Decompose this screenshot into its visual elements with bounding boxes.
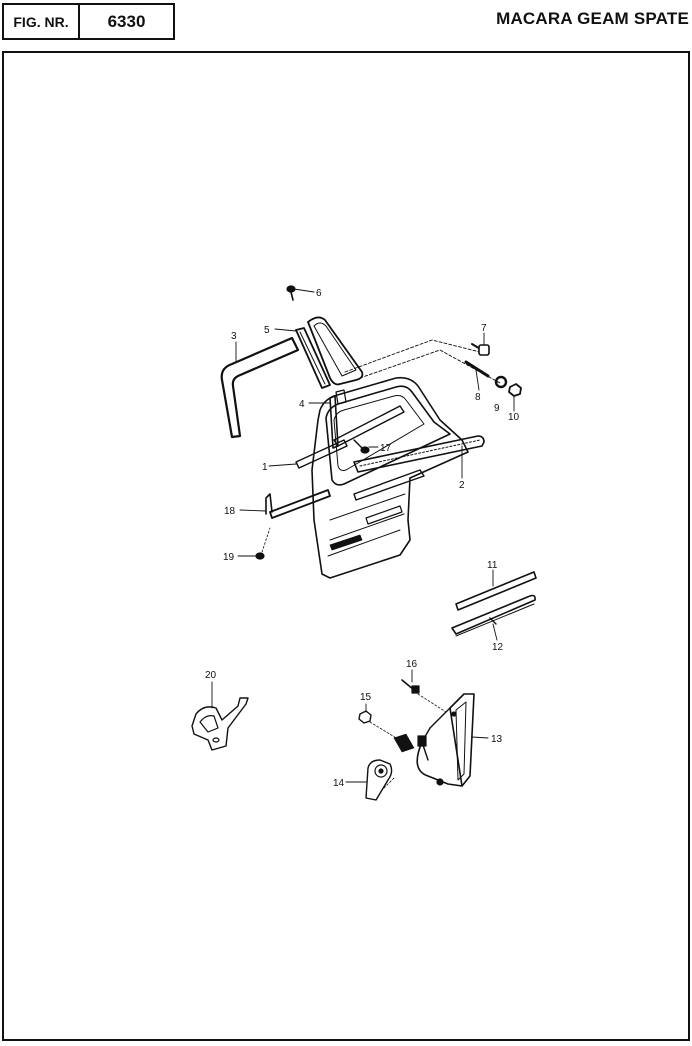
label-17: 17 [380,443,392,454]
part-1-weatherstrip [295,439,348,469]
label-3: 3 [231,331,237,342]
label-9: 9 [494,403,500,414]
fig-number-value: 6330 [78,3,175,40]
label-12: 12 [492,642,504,653]
label-19: 19 [223,552,235,563]
label-1: 1 [262,462,268,473]
part-12-channel [451,594,536,637]
part-9-washer [494,375,508,389]
part-18-lower-weatherstrip [265,489,331,519]
label-5: 5 [264,325,270,336]
label-13: 13 [491,734,503,745]
part-5-division-bar [295,327,331,389]
part-4-division-channel [329,389,347,449]
part-8-stud [464,360,490,378]
diagram-frame [2,51,690,1041]
label-6: 6 [316,288,322,299]
label-20: 20 [205,670,217,681]
label-18: 18 [224,506,236,517]
part-7-bolt [471,343,490,356]
part-number-labels: 3 6 5 7 8 9 10 4 17 1 2 18 19 11 12 16 1… [205,288,520,789]
label-2: 2 [459,480,465,491]
label-16: 16 [406,659,418,670]
part-11-strip [455,571,537,611]
label-15: 15 [360,692,372,703]
part-19-screw [255,527,271,560]
part-20-bracket [191,697,249,751]
label-4: 4 [299,399,305,410]
label-7: 7 [481,323,487,334]
part-16-screw [401,679,447,713]
leader-lines [211,288,515,783]
part-6-screw [286,285,296,301]
part-14-regulator-motor [365,759,395,801]
label-8: 8 [475,392,481,403]
part-10-nut [508,383,522,397]
part-2-belt-moulding [353,435,485,473]
part-17-bolt [353,439,370,454]
label-14: 14 [333,778,345,789]
label-10: 10 [508,412,520,423]
page-title: MACARA GEAM SPATE [496,9,689,28]
label-11: 11 [487,560,498,571]
part-3-glass-run-channel [220,336,300,439]
part-13-window-regulator [393,693,475,787]
